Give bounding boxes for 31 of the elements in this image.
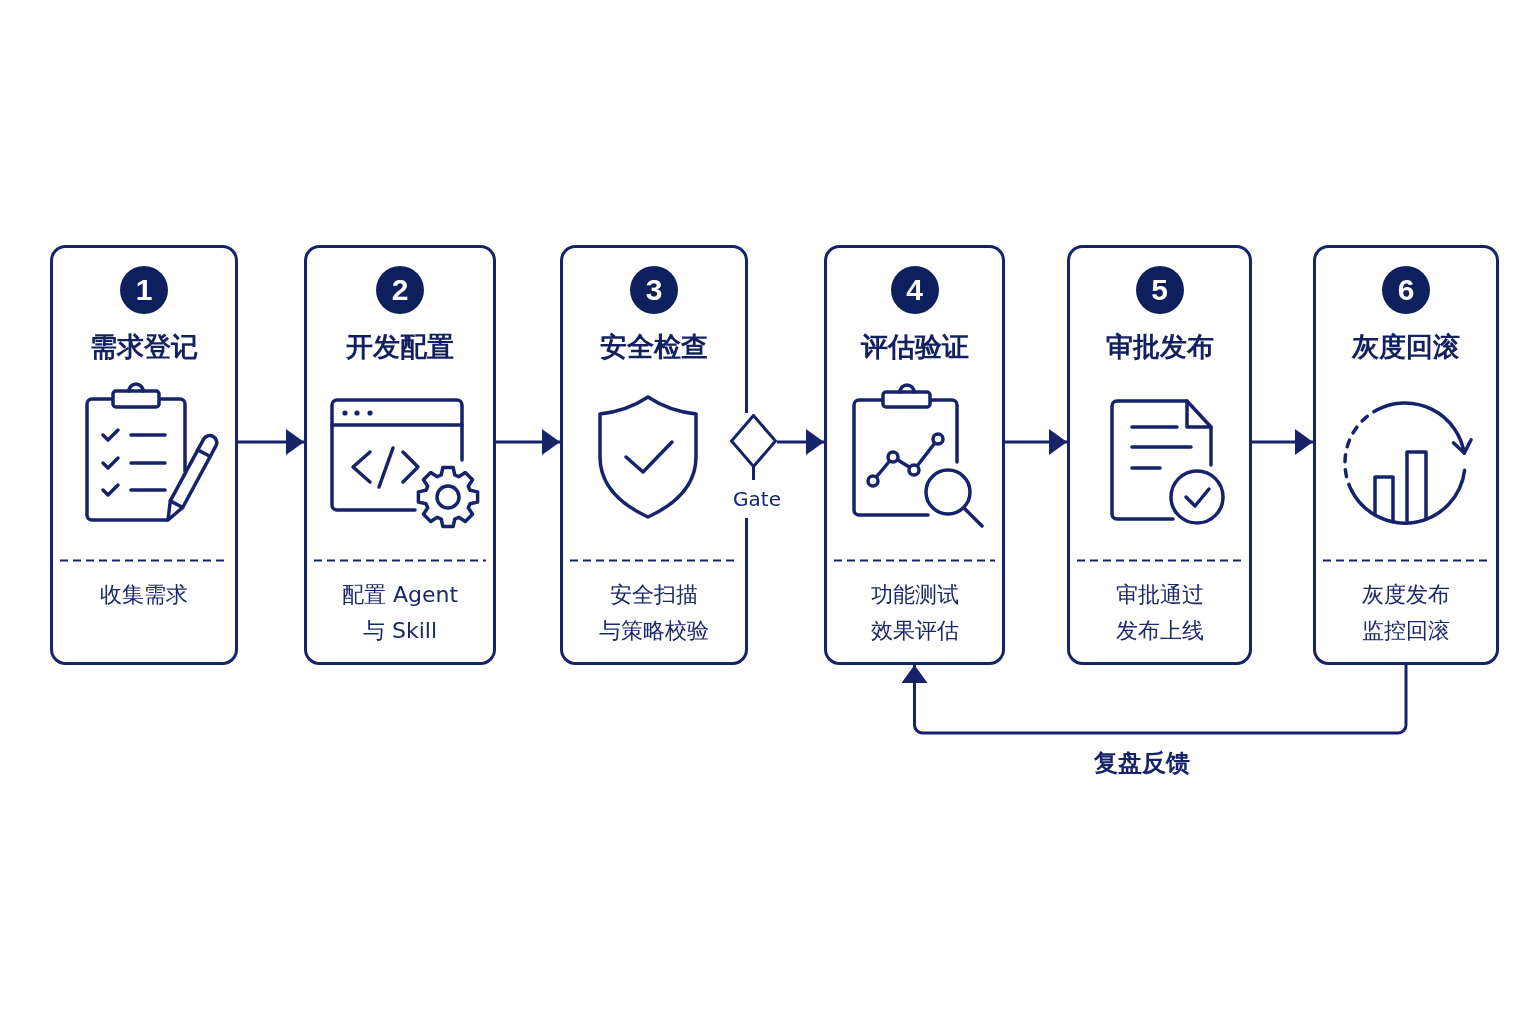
- step-description: 审批通过发布上线: [1114, 581, 1205, 645]
- step-title: 安全检查: [600, 330, 708, 364]
- step-description: 配置 Agent 与 Skill: [340, 581, 460, 645]
- step-title: 开发配置: [346, 330, 454, 364]
- step-description: 收集需求: [99, 581, 189, 609]
- gate-label: Gate: [733, 487, 781, 511]
- step-description: 安全扫描与策略校验: [598, 581, 710, 645]
- step-description: 功能测试效果评估: [869, 581, 960, 645]
- feedback-arrow: [901, 665, 1408, 735]
- step-card: [1313, 245, 1499, 665]
- step-number-badge: 4: [890, 266, 939, 314]
- arrow: [238, 429, 304, 455]
- step-card: [50, 245, 238, 665]
- gate-diamond: [730, 414, 777, 480]
- step-title: 需求登记: [90, 330, 198, 364]
- step-number-badge: 3: [630, 266, 678, 314]
- step-number-badge: 1: [120, 266, 168, 314]
- step-title: 评估验证: [860, 330, 969, 364]
- step-number-badge: 6: [1382, 266, 1430, 314]
- step-description: 灰度发布监控回滚: [1361, 581, 1451, 645]
- step-title: 审批发布: [1105, 330, 1214, 364]
- arrow: [496, 429, 560, 455]
- arrow: [1005, 429, 1067, 455]
- step-title: 灰度回滚: [1352, 330, 1460, 364]
- step-card: [304, 245, 496, 665]
- step-card: [824, 245, 1005, 665]
- arrow: [777, 429, 824, 455]
- arrow: [1252, 429, 1313, 455]
- step-card: [1067, 245, 1252, 665]
- step-number-badge: 2: [376, 266, 424, 314]
- step-number-badge: 5: [1135, 266, 1184, 314]
